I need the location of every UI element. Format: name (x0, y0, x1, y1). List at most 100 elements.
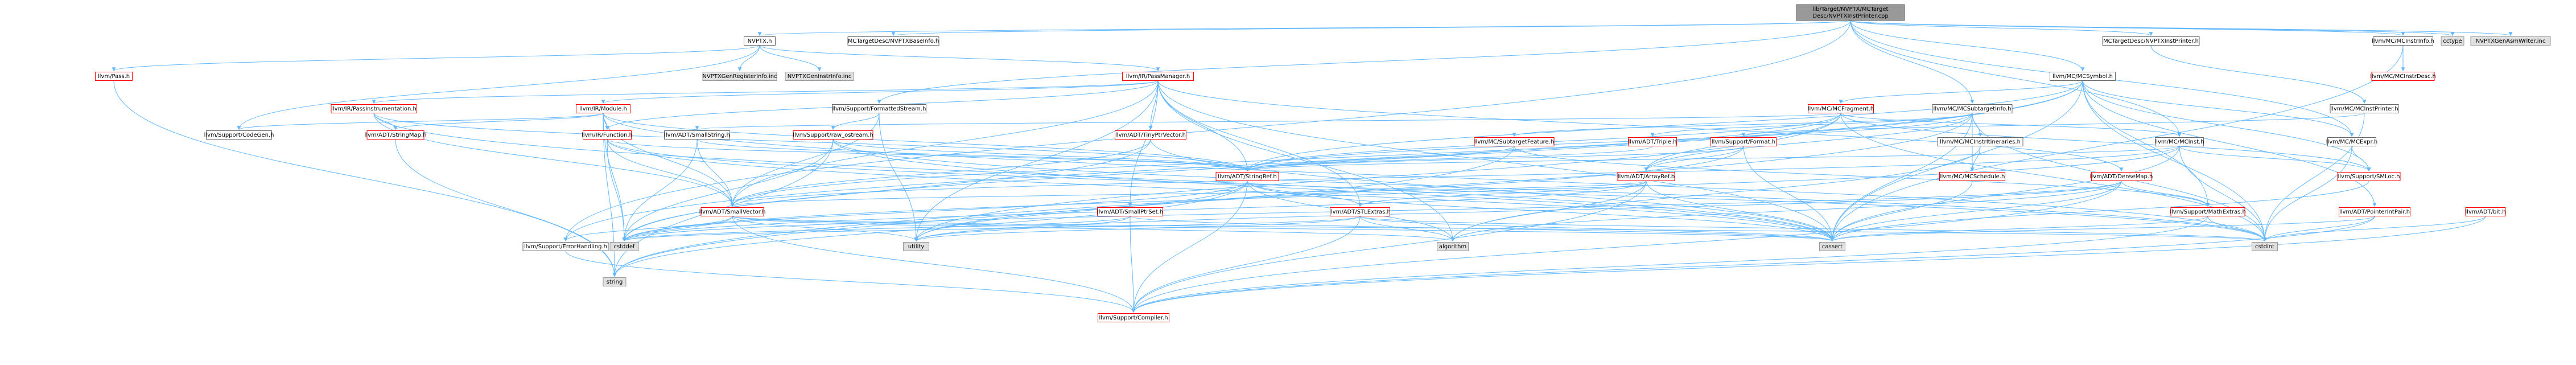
node-box-function (583, 130, 632, 140)
node-compiler[interactable]: llvm/Support/Compiler.h (1098, 313, 1169, 322)
node-label-passh: llvm/Pass.h (98, 73, 130, 80)
node-arrayref[interactable]: llvm/ADT/ArrayRef.h (1617, 172, 1675, 181)
edge-root-to-errhandling (563, 20, 1851, 242)
node-fmtstream[interactable]: llvm/Support/FormattedStream.h (832, 104, 926, 113)
node-basei[interactable]: MCTargetDesc/NVPTXBaseInfo.h (847, 36, 939, 46)
node-mcinstprinter[interactable]: llvm/MC/MCInstPrinter.h (2330, 104, 2399, 113)
edge-smallvec-to-cassert (732, 216, 1834, 242)
node-label-stlextras: llvm/ADT/STLExtras.h (1329, 209, 1391, 215)
edge-rawostream-to-cstddef (622, 139, 834, 242)
edge-passmgr-to-module (601, 80, 1159, 104)
edge-smallstring-to-cstddef (622, 139, 698, 242)
node-label-cctype: cctype (2443, 38, 2462, 44)
edge-passmgr-to-cassert (1157, 80, 1835, 242)
edge-bit-to-compiler (1131, 216, 2486, 313)
node-box-string (603, 277, 627, 286)
edge-subfeature-to-stringref (1245, 146, 1515, 172)
edge-smallvec-to-errhandling (563, 216, 733, 242)
node-passinstr[interactable]: llvm/IR/PassInstrumentation.h (331, 104, 417, 113)
node-string: string (603, 277, 627, 286)
node-codegen[interactable]: llvm/Support/CodeGen.h (204, 130, 274, 140)
node-box-errhandling (522, 242, 609, 251)
edge-smallvec-to-cstdint (732, 216, 2266, 242)
node-mcinstrdesc[interactable]: llvm/MC/MCInstrDesc.h (2370, 72, 2436, 81)
node-label-mcinst: llvm/MC/MCInst.h (2154, 139, 2204, 145)
edge-nvptxh-to-geninstr (759, 45, 822, 72)
node-triple[interactable]: llvm/ADT/Triple.h (1628, 137, 1677, 146)
edge-ptrintpair-to-cassert (1830, 216, 2375, 242)
edge-mcsched-to-cassert (1830, 181, 1973, 242)
node-label-instp: MCTargetDesc/NVPTXInstPrinter.h (2103, 38, 2199, 44)
edge-stringref-to-compiler (1131, 181, 1248, 313)
node-supformat[interactable]: llvm/Support/Format.h (1711, 137, 1777, 146)
node-passh[interactable]: llvm/Pass.h (95, 72, 133, 81)
node-stringref[interactable]: llvm/ADT/StringRef.h (1215, 172, 1279, 181)
edge-module-to-stringmap (393, 113, 604, 130)
node-rawostream[interactable]: llvm/Support/raw_ostream.h (793, 130, 873, 140)
node-label-nvptxh: NVPTX.h (748, 38, 772, 44)
node-bit[interactable]: llvm/ADT/bit.h (2465, 207, 2506, 216)
node-box-nvptxh (744, 36, 776, 46)
edge-mcinst-to-smloc (2179, 146, 2371, 172)
edge-nvptxh-to-genreg (737, 45, 760, 72)
edge-mcsubtarget-to-cassert (1830, 113, 1973, 242)
edge-tinyptr-to-cstddef (622, 139, 1151, 242)
edge-function-to-stringref (607, 139, 1250, 172)
node-subfeature[interactable]: llvm/MC/SubtargetFeature.h (1474, 137, 1555, 146)
node-stringmap[interactable]: llvm/ADT/StringMap.h (364, 130, 427, 140)
node-tinyptr[interactable]: llvm/ADT/TinyPtrVector.h (1115, 130, 1186, 140)
edge-arrayref-to-smallvec (730, 181, 1647, 207)
node-stlextras[interactable]: llvm/ADT/STLExtras.h (1329, 207, 1391, 216)
node-mcfragment[interactable]: llvm/MC/MCFragment.h (1808, 104, 1874, 113)
node-nvptxh[interactable]: NVPTX.h (744, 36, 776, 46)
node-module[interactable]: llvm/IR/Module.h (576, 104, 630, 113)
node-box-arrayref (1617, 172, 1675, 181)
node-box-root (1796, 4, 1905, 21)
node-function[interactable]: llvm/IR/Function.h (582, 130, 633, 140)
node-matheextras[interactable]: llvm/Support/MathExtras.h (2170, 207, 2246, 216)
edge-stlextras-to-algorithm (1359, 216, 1455, 242)
node-errhandling[interactable]: llvm/Support/ErrorHandling.h (522, 242, 609, 251)
node-label-arrayref: llvm/ADT/ArrayRef.h (1618, 174, 1675, 180)
node-smallptrset[interactable]: llvm/ADT/SmallPtrSet.h (1097, 207, 1163, 216)
node-densemap[interactable]: llvm/ADT/DenseMap.h (2090, 172, 2153, 181)
node-geninstr: NVPTXGenInstrInfo.inc (785, 72, 854, 81)
edge-stlextras-to-compiler (1131, 216, 1361, 313)
node-box-mcexpr (2327, 137, 2376, 146)
edge-stringmap-to-string (395, 139, 617, 277)
node-cstdint: cstdint (2252, 242, 2278, 251)
edge-root-to-basei (892, 20, 1851, 36)
node-label-geninstr: NVPTXGenInstrInfo.inc (788, 73, 852, 80)
node-label-cstddef: cstddef (614, 244, 635, 250)
edge-smloc-to-cassert (1830, 181, 2369, 242)
node-box-instp (2102, 36, 2200, 46)
node-mcsymbol[interactable]: llvm/MC/MCSymbol.h (2050, 72, 2116, 81)
node-label-cstdint: cstdint (2255, 244, 2274, 250)
node-mcsubtarget[interactable]: llvm/MC/MCSubtargetInfo.h (1932, 104, 2013, 113)
node-passmgr[interactable]: llvm/IR/PassManager.h (1122, 72, 1194, 81)
node-mcitin[interactable]: llvm/MC/MCInstrItineraries.h (1937, 137, 2023, 146)
edge-mcexpr-to-smloc (2351, 146, 2371, 172)
node-box-mcsymbol (2050, 72, 2116, 81)
node-box-passinstr (331, 104, 417, 113)
edge-mcsymbol-to-smloc (2082, 80, 2371, 172)
node-smloc[interactable]: llvm/Support/SMLoc.h (2337, 172, 2401, 181)
edge-errhandling-to-compiler (565, 251, 1136, 313)
node-box-asmw (2470, 36, 2551, 46)
node-label-stringref: llvm/ADT/StringRef.h (1218, 174, 1276, 180)
node-label-fmtstream: llvm/Support/FormattedStream.h (832, 106, 926, 112)
node-mcsched[interactable]: llvm/MC/MCSchedule.h (1939, 172, 2005, 181)
edge-stlextras-to-utility (914, 216, 1361, 242)
node-mcinstrinfo[interactable]: llvm/MC/MCInstrInfo.h (2372, 36, 2434, 46)
node-ptrintpair[interactable]: llvm/ADT/PointerIntPair.h (2339, 207, 2410, 216)
node-mcinst[interactable]: llvm/MC/MCInst.h (2154, 137, 2204, 146)
node-mcexpr[interactable]: llvm/MC/MCExpr.h (2326, 137, 2377, 146)
node-instp[interactable]: MCTargetDesc/NVPTXInstPrinter.h (2102, 36, 2200, 46)
edge-smallstring-to-stringref (696, 139, 1250, 172)
node-label-smallptrset: llvm/ADT/SmallPtrSet.h (1097, 209, 1163, 215)
node-smallstring[interactable]: llvm/ADT/SmallString.h (664, 130, 730, 140)
edge-mcsymbol-to-matheextras (2082, 80, 2210, 207)
edge-matheextras-to-cassert (1830, 216, 2208, 242)
node-box-compiler (1098, 313, 1169, 322)
node-smallvec[interactable]: llvm/ADT/SmallVector.h (699, 207, 766, 216)
